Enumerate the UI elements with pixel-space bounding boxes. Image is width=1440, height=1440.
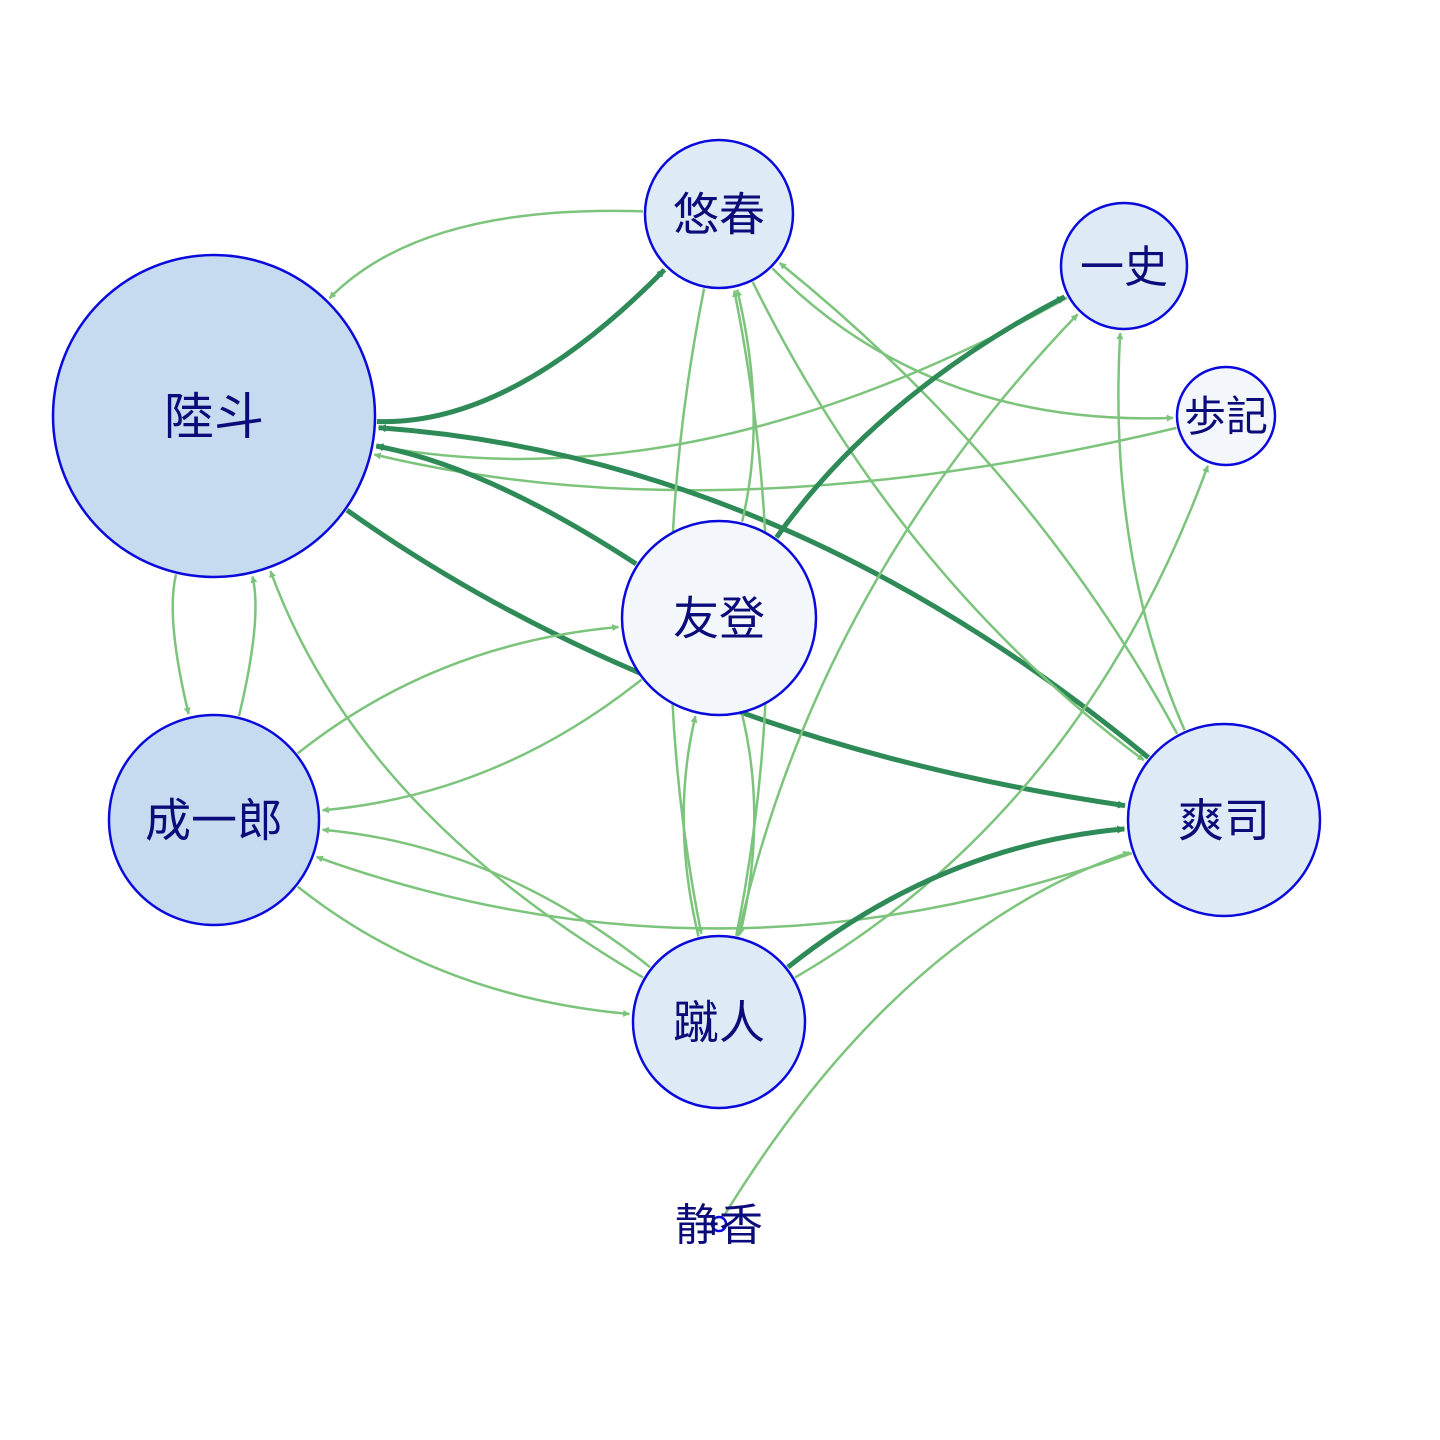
edge-seiichiro-to-tomo xyxy=(296,624,620,755)
node-label-shuto: 蹴人 xyxy=(673,996,765,1050)
node-circle-rikuto[interactable] xyxy=(51,253,377,579)
edge-souji-to-haruka xyxy=(778,262,1179,735)
edge-rikuto-to-seiichiro xyxy=(171,574,191,715)
node-kazufumi[interactable]: 一史 xyxy=(1059,201,1189,331)
node-aki[interactable]: 歩記 xyxy=(1175,365,1277,467)
edge-shuto-to-kazufumi xyxy=(736,313,1079,937)
node-label-aki: 歩記 xyxy=(1184,392,1268,441)
node-label-haruka: 悠春 xyxy=(673,188,765,242)
edge-shuto-to-aki xyxy=(794,465,1209,979)
edge-rikuto-to-haruka xyxy=(376,267,667,425)
node-circle-souji[interactable] xyxy=(1126,722,1322,918)
node-circle-tomo[interactable] xyxy=(620,519,818,717)
node-circle-seiichiro[interactable] xyxy=(107,713,321,927)
node-rikuto[interactable]: 陸斗 xyxy=(51,253,377,579)
node-circle-shizuka[interactable] xyxy=(710,1215,728,1233)
node-label-kazufumi: 一史 xyxy=(1080,242,1168,293)
edge-tomo-to-rikuto xyxy=(375,443,638,566)
edge-shuto-to-souji xyxy=(786,825,1126,970)
node-label-tomo: 友登 xyxy=(673,592,765,646)
edge-seiichiro-to-shuto xyxy=(296,885,631,1017)
edge-shuto-to-seiichiro xyxy=(321,826,651,969)
edge-souji-to-seiichiro xyxy=(315,852,1133,930)
edge-kazufumi-to-rikuto xyxy=(375,296,1068,461)
node-haruka[interactable]: 悠春 xyxy=(643,138,795,290)
node-tomo[interactable]: 友登 xyxy=(620,519,818,717)
node-label-shizuka: 静香 xyxy=(675,1200,763,1251)
node-label-rikuto: 陸斗 xyxy=(164,388,264,446)
node-souji[interactable]: 爽司 xyxy=(1126,722,1322,918)
edge-haruka-to-aki xyxy=(771,267,1174,422)
edge-haruka-to-souji xyxy=(751,281,1145,762)
edge-tomo-to-seiichiro xyxy=(321,678,643,814)
edge-shizuka-to-souji xyxy=(722,851,1131,1217)
edge-seiichiro-to-rikuto xyxy=(237,575,258,717)
node-label-seiichiro: 成一郎 xyxy=(145,794,283,848)
node-circle-aki[interactable] xyxy=(1175,365,1277,467)
edge-haruka-to-rikuto xyxy=(328,209,644,300)
edge-souji-to-kazufumi xyxy=(1116,332,1186,731)
node-seiichiro[interactable]: 成一郎 xyxy=(107,713,321,927)
node-shuto[interactable]: 蹴人 xyxy=(631,934,807,1110)
edge-shuto-to-rikuto xyxy=(269,570,644,979)
node-circle-shuto[interactable] xyxy=(631,934,807,1110)
edge-shuto-to-tomo xyxy=(682,715,700,937)
node-label-souji: 爽司 xyxy=(1178,794,1270,848)
node-shizuka[interactable]: 静香 xyxy=(675,1200,763,1251)
node-circle-kazufumi[interactable] xyxy=(1059,201,1189,331)
edge-tomo-to-shuto xyxy=(738,714,756,936)
edge-tomo-to-kazufumi xyxy=(774,294,1066,539)
node-circle-haruka[interactable] xyxy=(643,138,795,290)
